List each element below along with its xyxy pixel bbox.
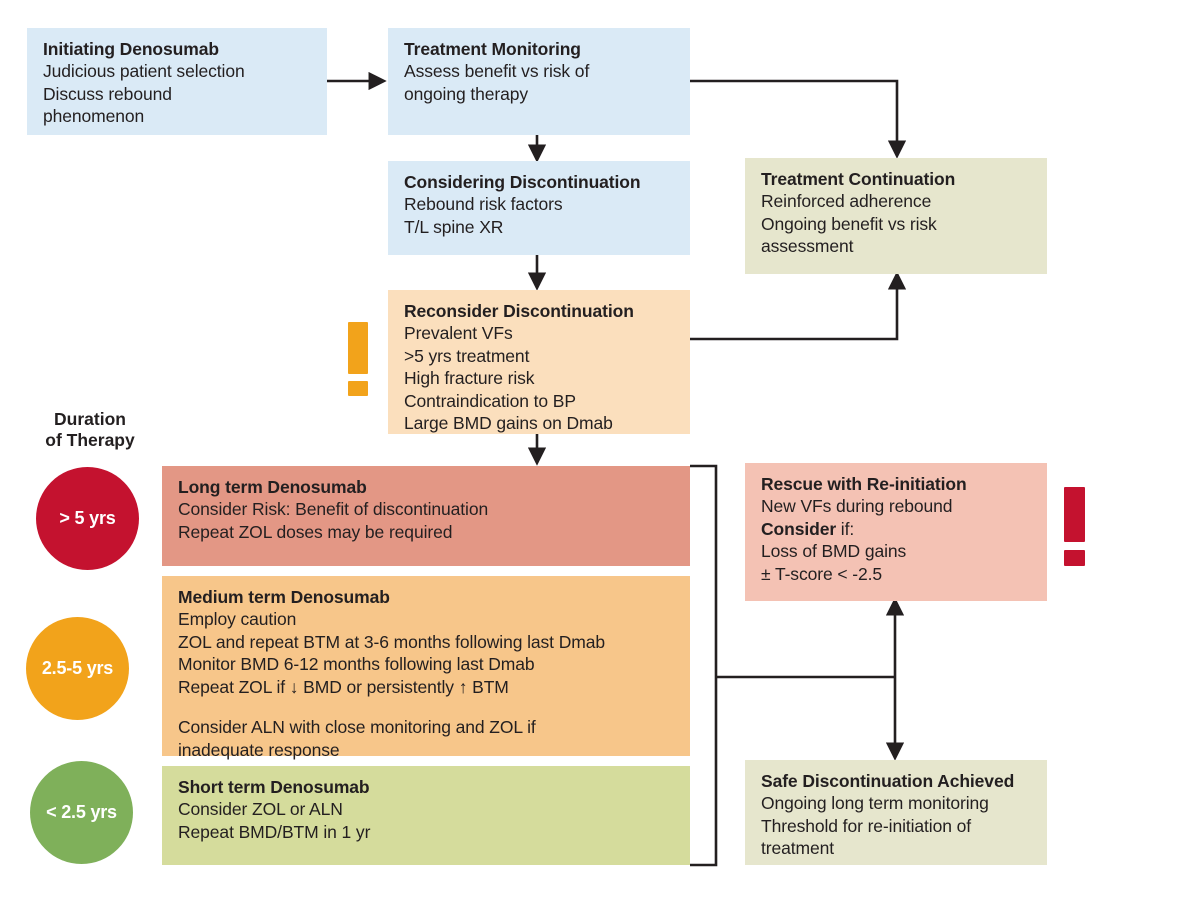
node-line: Judicious patient selection — [43, 61, 245, 82]
node-line: Prevalent VFs — [404, 323, 513, 344]
consider-emphasis: Consider — [761, 518, 837, 539]
node-treatment-monitoring: Treatment Monitoring Assess benefit vs r… — [388, 28, 690, 135]
node-line: Consider ZOL or ALN — [178, 799, 343, 820]
node-long-term-denosumab: Long term Denosumab Consider Risk: Benef… — [162, 466, 690, 566]
warning-exclamation-icon-orange — [348, 322, 368, 396]
node-line: ZOL and repeat BTM at 3-6 months followi… — [178, 631, 605, 652]
circle-label: < 2.5 yrs — [46, 802, 117, 822]
node-line: >5 yrs treatment — [404, 345, 530, 366]
node-title: Treatment Continuation — [761, 169, 956, 189]
node-line: Repeat ZOL if ↓ BMD or persistently ↑ BT… — [178, 676, 509, 697]
node-line: Discuss rebound — [43, 83, 172, 104]
node-title: Medium term Denosumab — [178, 587, 390, 607]
node-line: Threshold for re-initiation of — [761, 815, 972, 836]
node-line: Consider ALN with close monitoring and Z… — [178, 717, 536, 738]
node-rescue-with-re-initiation: Rescue with Re-initiation New VFs during… — [745, 463, 1047, 601]
warning-exclamation-icon-red — [1064, 487, 1085, 567]
circle-label: > 5 yrs — [59, 508, 116, 528]
node-title: Treatment Monitoring — [404, 39, 581, 59]
node-line: Ongoing long term monitoring — [761, 793, 989, 814]
node-initiating-denosumab: Initiating Denosumab Judicious patient s… — [27, 28, 327, 135]
node-title: Rescue with Re-initiation — [761, 474, 967, 494]
node-line: Monitor BMD 6-12 months following last D… — [178, 654, 535, 675]
duration-label-line2: of Therapy — [45, 430, 135, 451]
node-line: Repeat BMD/BTM in 1 yr — [178, 821, 371, 842]
node-medium-term-denosumab: Medium term Denosumab Employ caution ZOL… — [162, 576, 690, 760]
duration-label-line1: Duration — [54, 409, 126, 429]
node-line: T/L spine XR — [404, 216, 504, 237]
node-line-consider-if: Consider if: — [761, 518, 1033, 540]
node-treatment-continuation: Treatment Continuation Reinforced adhere… — [745, 158, 1047, 274]
node-line: Consider Risk: Benefit of discontinuatio… — [178, 499, 489, 520]
circle-under-2-5-yrs: < 2.5 yrs — [30, 761, 133, 864]
node-line: Loss of BMD gains — [761, 541, 907, 562]
node-reconsider-discontinuation: Reconsider Discontinuation Prevalent VFs… — [388, 290, 690, 434]
node-line: assessment — [761, 236, 854, 257]
node-title: Initiating Denosumab — [43, 39, 219, 59]
node-line: Employ caution — [178, 609, 297, 630]
node-line: ± T-score < -2.5 — [761, 563, 882, 584]
node-line: treatment — [761, 838, 835, 859]
node-title: Reconsider Discontinuation — [404, 301, 634, 321]
node-line: Rebound risk factors — [404, 194, 563, 215]
node-line: Repeat ZOL doses may be required — [178, 521, 453, 542]
node-line: ongoing therapy — [404, 83, 529, 104]
circle-over-5-yrs: > 5 yrs — [36, 467, 139, 570]
node-line: Ongoing benefit vs risk — [761, 213, 937, 234]
node-title: Short term Denosumab — [178, 777, 370, 797]
node-line: Large BMD gains on Dmab — [404, 412, 613, 433]
node-title: Safe Discontinuation Achieved — [761, 771, 1015, 791]
node-line: Assess benefit vs risk of — [404, 61, 590, 82]
node-title: Considering Discontinuation — [404, 172, 641, 192]
node-line: High fracture risk — [404, 368, 535, 389]
node-title: Long term Denosumab — [178, 477, 367, 497]
node-safe-discontinuation-achieved: Safe Discontinuation Achieved Ongoing lo… — [745, 760, 1047, 865]
node-considering-discontinuation: Considering Discontinuation Rebound risk… — [388, 161, 690, 255]
node-line: phenomenon — [43, 106, 145, 127]
node-line: New VFs during rebound — [761, 496, 953, 517]
duration-of-therapy-label: Duration of Therapy — [20, 409, 160, 452]
circle-2-5-to-5-yrs: 2.5-5 yrs — [26, 617, 129, 720]
circle-label: 2.5-5 yrs — [41, 658, 114, 678]
node-line: Reinforced adherence — [761, 191, 932, 212]
consider-rest: if: — [836, 518, 855, 539]
node-short-term-denosumab: Short term Denosumab Consider ZOL or ALN… — [162, 766, 690, 865]
node-line: Contraindication to BP — [404, 390, 576, 411]
node-line: inadequate response — [178, 739, 340, 760]
